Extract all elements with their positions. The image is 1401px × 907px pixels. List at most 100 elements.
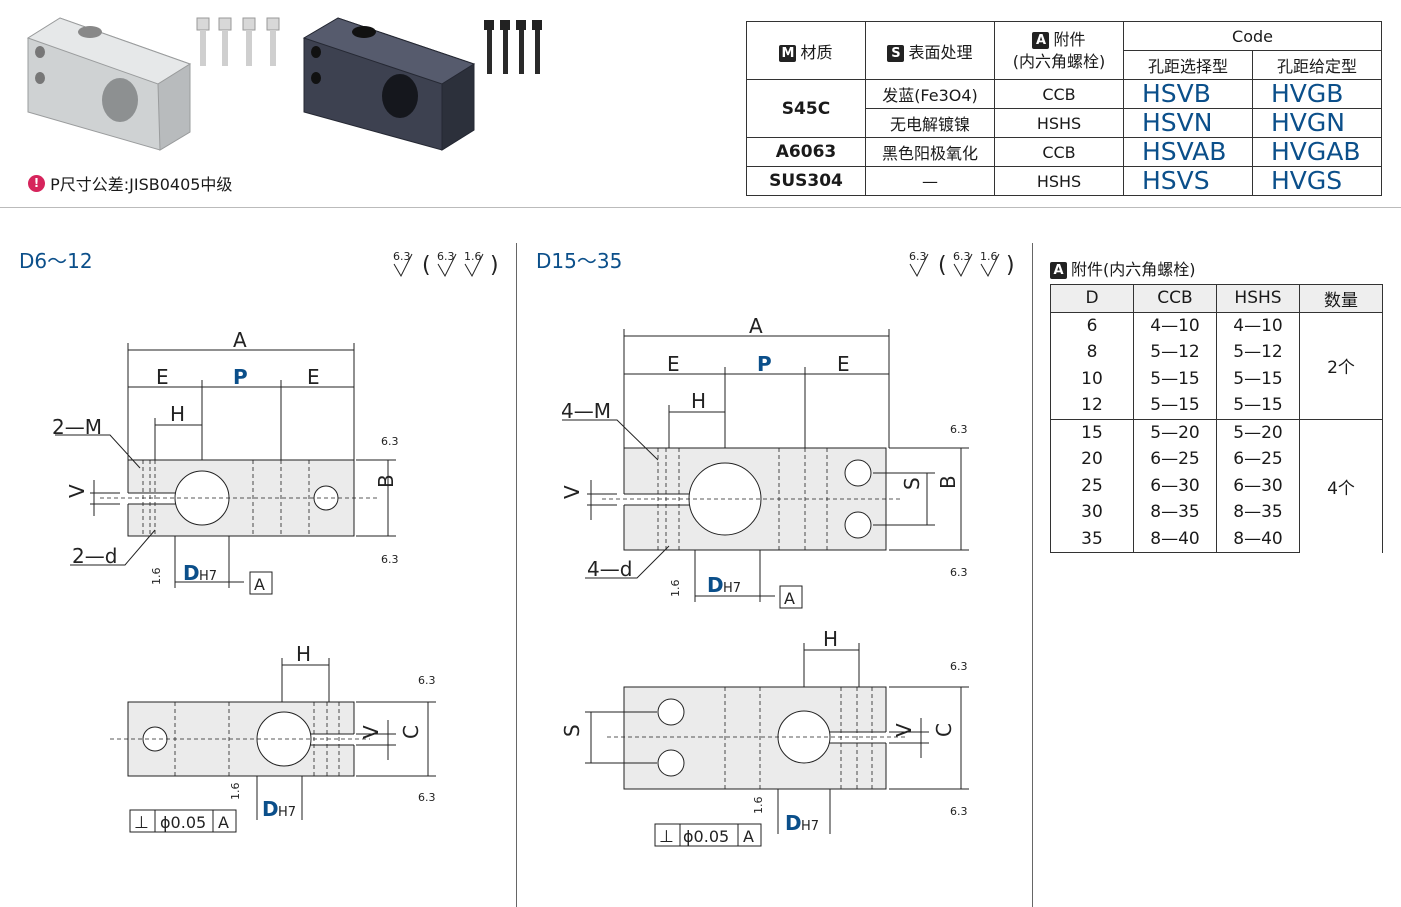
accessory-cell: HSHS (994, 108, 1124, 138)
code-type2-cell: HVGN (1252, 108, 1382, 138)
svg-text:6.3: 6.3 (437, 250, 455, 263)
svg-text:(: ( (938, 253, 947, 278)
code-type2-cell: HVGB (1252, 79, 1382, 109)
col-hshs: HSHS (1216, 284, 1300, 313)
qty-cell: 2个 (1299, 312, 1383, 419)
a-icon: A (1050, 262, 1067, 279)
svg-text:D: D (262, 797, 279, 821)
svg-text:6.3: 6.3 (950, 660, 968, 673)
accessory-cell: CCB (994, 79, 1124, 109)
svg-text:C: C (399, 725, 423, 739)
col-qty: 数量 (1299, 284, 1383, 313)
svg-text:6.3: 6.3 (393, 250, 411, 263)
svg-text:1.6: 1.6 (150, 568, 163, 586)
svg-text:H7: H7 (723, 581, 741, 596)
svg-text:E: E (307, 365, 320, 389)
svg-text:2—d: 2—d (72, 544, 117, 568)
material-cell: S45C (746, 79, 866, 138)
svg-text:H: H (296, 642, 311, 666)
info-icon: ! (28, 174, 45, 192)
surface-cell: — (865, 166, 995, 196)
roughness-header: 6.3 ( 6.3 1.6 ) (393, 250, 499, 278)
svg-text:A: A (743, 827, 754, 846)
svg-text:): ) (490, 253, 499, 278)
svg-text:V: V (892, 723, 916, 737)
black-bolts-photo (484, 20, 542, 74)
code-row: S45C 发蓝(Fe3O4) CCB HSVB HVGB (746, 79, 1382, 138)
code-row: SUS304 — HSHS HSVS HVGS (746, 166, 1382, 196)
black-clamp-photo (302, 17, 476, 151)
svg-text:2—M: 2—M (52, 415, 102, 439)
code-type2-cell: HVGS (1252, 166, 1382, 196)
svg-text:V: V (359, 725, 383, 739)
svg-text:E: E (156, 365, 169, 389)
header-type2: 孔距给定型 (1252, 50, 1382, 80)
s-icon: S (887, 44, 905, 62)
svg-text:4—M: 4—M (561, 399, 611, 423)
svg-text:⊥: ⊥ (134, 813, 149, 833)
svg-text:6.3: 6.3 (381, 553, 399, 566)
material-cell: SUS304 (746, 166, 866, 196)
svg-text:1.6: 1.6 (752, 797, 765, 815)
svg-text:D: D (183, 561, 200, 585)
header-type1: 孔距选择型 (1123, 50, 1253, 80)
m-icon: M (779, 44, 797, 62)
svg-text:A: A (233, 328, 247, 352)
code-type2-cell: HVGAB (1252, 137, 1382, 167)
col-ccb: CCB (1133, 284, 1217, 313)
tolerance-note: ! P尺寸公差:JISB0405中级 (28, 171, 232, 195)
svg-text:H7: H7 (801, 819, 819, 834)
top-view: A E P E H B S V 4—M 4—d D H7 A 6.3 6.3 1… (560, 314, 969, 609)
drawing-d6-12: 6.3 ( 6.3 1.6 ) A E P E (52, 250, 499, 833)
accessory-cell: CCB (994, 137, 1124, 167)
svg-text:C: C (932, 723, 956, 737)
svg-text:E: E (667, 352, 680, 376)
svg-text:S: S (900, 477, 924, 490)
svg-text:1.6: 1.6 (229, 783, 242, 801)
panel-mid-title: D15～35 (536, 249, 623, 273)
svg-text:1.6: 1.6 (980, 250, 998, 263)
svg-text:D: D (707, 573, 724, 597)
code-row: A6063 黑色阳极氧化 CCB HSVAB HVGAB (746, 137, 1382, 167)
front-view: H C V S D H7 6.3 6.3 1.6 ⊥ ϕ0.05 A (560, 627, 969, 847)
product-photos (26, 17, 542, 151)
svg-text:D: D (785, 811, 802, 835)
svg-text:6.3: 6.3 (381, 435, 399, 448)
svg-text:1.6: 1.6 (669, 580, 682, 598)
front-view: H C V D H7 6.3 6.3 1.6 ⊥ ϕ0.05 A (110, 642, 436, 833)
surface-cell: 无电解镀镍 (865, 108, 995, 138)
svg-text:H7: H7 (199, 569, 217, 584)
top-view (100, 459, 380, 537)
svg-text:6.3: 6.3 (950, 423, 968, 436)
surface-cell: 黑色阳极氧化 (865, 137, 995, 167)
svg-text:H7: H7 (278, 805, 296, 820)
svg-text:H: H (170, 402, 185, 426)
svg-text:1.6: 1.6 (464, 250, 482, 263)
svg-text:4—d: 4—d (587, 557, 632, 581)
svg-text:6.3: 6.3 (950, 805, 968, 818)
code-row: 无电解镀镍 HSHS HSVN HVGN (747, 108, 1382, 138)
svg-text:V: V (560, 485, 584, 499)
svg-text:B: B (374, 474, 398, 488)
svg-text:6.3: 6.3 (950, 566, 968, 579)
svg-text:H: H (823, 627, 838, 651)
svg-text:A: A (254, 575, 265, 594)
tolerance-note-text: P尺寸公差:JISB0405中级 (50, 175, 233, 194)
header-code: Code (1123, 21, 1382, 51)
svg-text:6.3: 6.3 (418, 674, 436, 687)
svg-text:P: P (757, 352, 772, 376)
svg-text:V: V (65, 484, 89, 498)
a-icon: A (1032, 31, 1050, 49)
silver-bolts-photo (196, 17, 280, 66)
svg-text:(: ( (422, 253, 431, 278)
material-cell: A6063 (746, 137, 866, 167)
svg-text:A: A (749, 314, 763, 338)
accessory-cell: HSHS (994, 166, 1124, 196)
